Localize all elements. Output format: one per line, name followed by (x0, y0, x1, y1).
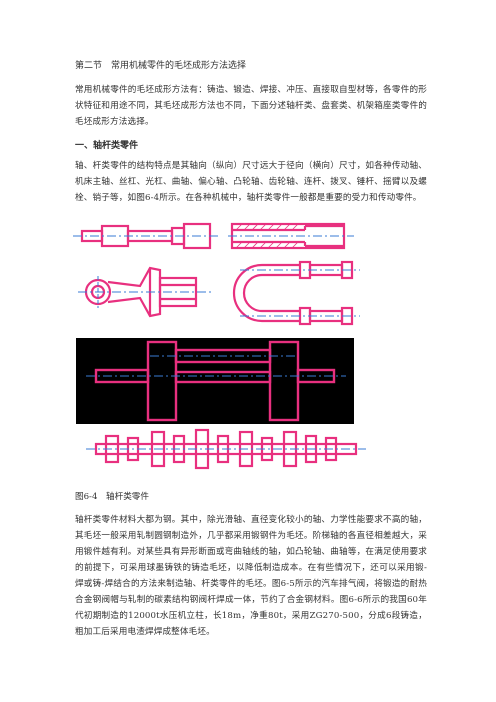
intro-paragraph: 常用机械零件的毛坯成形方法有：铸造、锻造、焊接、冲压、直接取自型材等，各零件的形… (75, 85, 427, 127)
figure-caption: 图6-4 轴杆类零件 (75, 492, 149, 502)
paragraph-shaft-materials: 轴杆类零件材料大都为钢。其中，除光滑轴、直径变化较小的轴、力学性能要求不高的轴，… (75, 515, 427, 637)
heading-shaft-parts: 一、轴杆类零件 (75, 141, 139, 151)
paragraph-shaft-structure: 轴、杆类零件的结构特点是其轴向（纵向）尺寸远大于径向（横向）尺寸，如各种传动轴、… (75, 161, 427, 203)
section-title: 第二节 常用机械零件的毛坯成形方法选择 (75, 61, 247, 71)
fork-drawing (232, 260, 354, 326)
